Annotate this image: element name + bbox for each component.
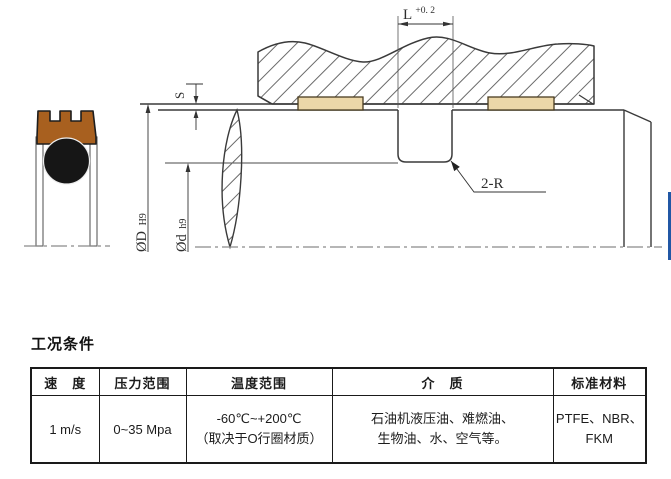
temperature-note: （取决于O行圈材质）	[195, 431, 323, 446]
housing-chamfer-right	[578, 94, 594, 105]
dimension-L: L +0. 2	[397, 6, 454, 108]
seal-cross-section	[24, 110, 110, 247]
shaft-end	[623, 109, 652, 247]
bearing-strip-left	[297, 96, 364, 111]
dim-D-symbol: ØD	[134, 231, 150, 252]
table-data-row: 1 m/s 0~35 Mpa -60℃~+200℃ （取决于O行圈材质） 石油机…	[30, 395, 647, 464]
temperature-range: -60℃~+200℃	[216, 410, 302, 426]
cell-speed: 1 m/s	[30, 395, 100, 464]
dim-D-fit: H9	[138, 213, 149, 225]
medium-line-2: 生物油、水、空气等。	[377, 431, 508, 446]
housing-section	[257, 36, 595, 105]
housing-chamfer-left	[257, 95, 273, 105]
shaft-break-section	[221, 108, 243, 250]
dim-L-tolerance: +0. 2	[415, 6, 435, 16]
svg-text:L +0. 2: L +0. 2	[403, 6, 435, 23]
table-header-row: 速 度 压力范围 温度范围 介 质 标准材料	[30, 367, 647, 396]
medium-line-1: 石油机液压油、难燃油、	[370, 410, 514, 426]
seal-groove	[397, 110, 453, 163]
groove-wall-right	[89, 136, 98, 247]
radius-label: 2-R	[481, 176, 504, 192]
dim-S-label: S	[172, 92, 187, 99]
cell-material: PTFE、NBR、 FKM	[552, 395, 647, 464]
header-temperature: 温度范围	[185, 367, 333, 396]
header-medium: 介 质	[331, 367, 554, 396]
svg-text:ØD H9: ØD H9	[134, 213, 150, 252]
dimension-D: ØD H9	[134, 104, 151, 252]
header-material: 标准材料	[552, 367, 647, 396]
edge-artifact	[668, 192, 671, 260]
groove-wall-left	[35, 136, 44, 247]
dimension-S: S	[172, 83, 203, 130]
cell-medium: 石油机液压油、难燃油、 生物油、水、空气等。	[331, 395, 554, 464]
technical-drawing: L +0. 2 S ØD H9	[24, 6, 671, 260]
dimension-d: Ød h9	[174, 163, 191, 252]
conditions-table: 速 度 压力范围 温度范围 介 质 标准材料 1 m/s 0~35 Mpa -6…	[30, 367, 647, 464]
cell-pressure: 0~35 Mpa	[98, 395, 187, 464]
dim-d-fit: h9	[178, 219, 189, 229]
section-title: 工况条件	[31, 336, 96, 353]
o-ring	[42, 137, 91, 185]
material-line-2: FKM	[585, 431, 613, 446]
header-pressure: 压力范围	[98, 367, 187, 396]
cell-temperature: -60℃~+200℃ （取决于O行圈材质）	[185, 395, 333, 464]
dim-d-symbol: Ød	[174, 234, 190, 252]
dim-L-letter: L	[403, 7, 412, 23]
material-line-1: PTFE、NBR、	[555, 410, 643, 426]
installation-drawing: L +0. 2 S ØD H9	[134, 6, 671, 260]
svg-text:Ød h9: Ød h9	[174, 219, 190, 252]
bearing-strip-right	[487, 96, 555, 111]
radius-callout: 2-R	[450, 160, 546, 193]
header-speed: 速 度	[30, 367, 100, 396]
